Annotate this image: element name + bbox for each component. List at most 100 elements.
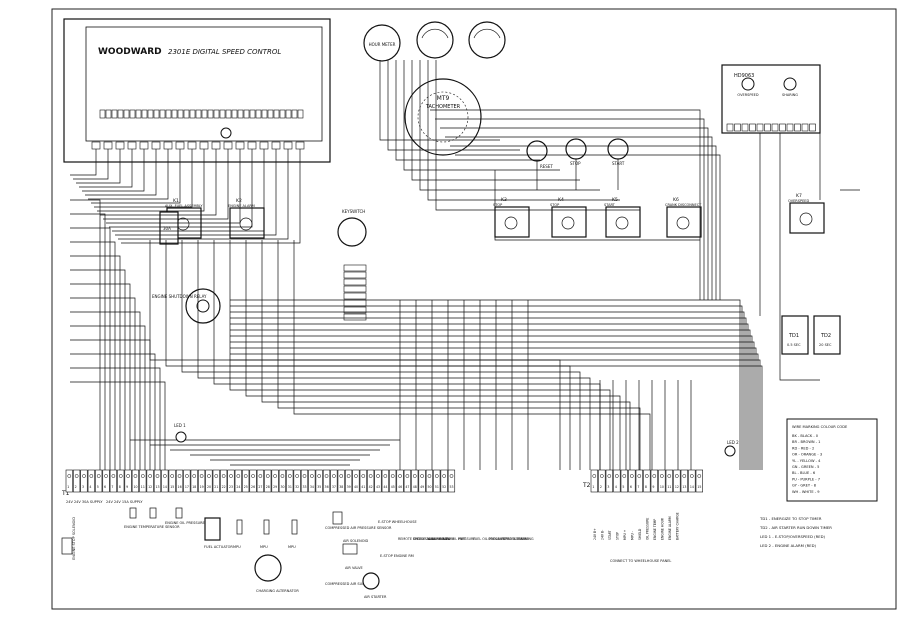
t1-function-label: ENGINE ALARM PANEL: [413, 537, 450, 541]
controller-pin: [279, 109, 286, 119]
controller-brand: WOODWARD: [98, 47, 162, 57]
relay-id: K2: [236, 198, 242, 204]
controller-pin: [153, 109, 160, 119]
tachometer-id: MT9: [437, 95, 450, 102]
oil-pressure-gauge: [416, 21, 454, 59]
t2-function-label: ENGINE ALARM: [668, 516, 672, 540]
t1-terminal-number: 6: [104, 485, 106, 489]
t1-terminal-number: 14: [163, 485, 167, 489]
relay-label: OVERSPEED: [788, 199, 809, 203]
t1-terminal-number: 33: [303, 485, 307, 489]
relay-label: AUX. FUEL ASSEMBLY: [165, 204, 203, 208]
wire: [230, 311, 745, 470]
t3-terminal: [343, 292, 367, 300]
wire: [109, 149, 253, 228]
controller-pin: [183, 109, 190, 119]
wire: [419, 60, 600, 191]
t1-terminal: [425, 469, 433, 493]
controller-terminal: [283, 141, 293, 150]
legend-row: BL - BLUE - 6: [792, 471, 816, 475]
controller-pin: [117, 109, 124, 119]
t1-terminal-number: 39: [347, 485, 351, 489]
fuse-label: 30A: [163, 226, 171, 231]
legend-row: YL - YELLOW - 4: [792, 459, 821, 463]
t1-terminal-number: 42: [369, 485, 373, 489]
t1-terminal: [168, 469, 176, 493]
air-supply-label: COMPRESSED AIR SUPPLY: [325, 582, 371, 586]
wire: [121, 149, 301, 244]
t1-terminal-number: 3: [82, 485, 84, 489]
controller-pin: [249, 109, 256, 119]
legend-row: PU - PURPLE - 7: [792, 477, 820, 481]
relay-label: CRANK DISCONNECT: [665, 203, 702, 207]
t1-terminal-number: 48: [413, 485, 417, 489]
controller-pin: [129, 109, 136, 119]
wire-colour-legend: WIRE MARKING COLOUR CODE BK - BLACK - 0B…: [786, 418, 878, 502]
start-switch: START: [607, 138, 629, 166]
field-devices: 24V 24V 30A SUPPLY 24V 24V 15A SUPPLY EN…: [61, 500, 417, 599]
wheelhouse-panel-label: CONNECT TO WHEELHOUSE PANEL: [610, 559, 671, 563]
t1-terminal: [271, 469, 279, 493]
t1-terminal-number: 5: [97, 485, 99, 489]
t1-terminal-number: 24: [236, 485, 240, 489]
t1-terminal: [403, 469, 411, 493]
wire: [230, 329, 751, 470]
controller-pin: [105, 109, 112, 119]
monitor-lamp-a: OVERSPEED: [737, 93, 758, 97]
hour-meter-label: HOUR METER: [369, 42, 396, 47]
t2-terminal-number: 7: [637, 485, 639, 489]
controller-terminal: [211, 141, 221, 150]
wire: [435, 118, 705, 300]
wire: [395, 60, 540, 161]
t1-terminal: [198, 469, 206, 493]
controller-terminal: [91, 141, 101, 150]
monitor-terminal: [809, 123, 816, 132]
t2-terminal: [695, 469, 703, 493]
t1-terminal-number: 29: [273, 485, 277, 489]
t1-terminal-number: 53: [450, 485, 454, 489]
tachometer: MT9 TACHOMETER: [404, 78, 482, 156]
t2-function-label: OIL PRESSURE: [646, 518, 650, 540]
t1-terminal-number: 30: [280, 485, 284, 489]
t1-terminal-number: 19: [200, 485, 204, 489]
wire: [70, 297, 136, 470]
t2-function-label: STOP: [616, 532, 620, 540]
t2-terminal: [620, 469, 628, 493]
controller-pin: [201, 109, 208, 119]
t2-function-label: MPU +: [623, 529, 627, 540]
air-starter-label: AIR STARTER: [364, 595, 387, 599]
t1-terminal-number: 12: [148, 485, 152, 489]
overspeed-monitor: HD9063 OVERSPEED SHARING: [721, 64, 821, 134]
wire: [197, 240, 591, 470]
t3-terminal: [343, 299, 367, 307]
wire: [230, 323, 749, 470]
t1-terminal-number: 36: [325, 485, 329, 489]
t1-terminal-number: 52: [442, 485, 446, 489]
wire: [261, 240, 631, 470]
start-label: START: [612, 161, 625, 166]
wire: [115, 149, 277, 236]
wire: [430, 109, 701, 300]
t1-terminal-number: 44: [383, 485, 387, 489]
led-2-label: LED 2: [727, 440, 739, 445]
wire: [70, 367, 161, 470]
t1-terminal: [153, 469, 162, 493]
legend-row: RD - RED - 2: [792, 446, 814, 450]
t1-terminal: [109, 469, 117, 493]
relay-id: K1: [173, 198, 179, 204]
t1-terminal: [308, 469, 316, 493]
t2-function-label: SHIELD: [638, 528, 642, 540]
t1-terminal-number: 25: [244, 485, 248, 489]
led-2: LED 2: [724, 440, 739, 457]
t2-terminal: [598, 469, 606, 493]
wire: [118, 149, 289, 240]
t1-terminal: [117, 469, 125, 493]
t2-terminal: [635, 469, 643, 493]
wire: [229, 240, 611, 470]
t2-terminal-number: 8: [645, 485, 647, 489]
t1-terminal-number: 7: [111, 485, 113, 489]
